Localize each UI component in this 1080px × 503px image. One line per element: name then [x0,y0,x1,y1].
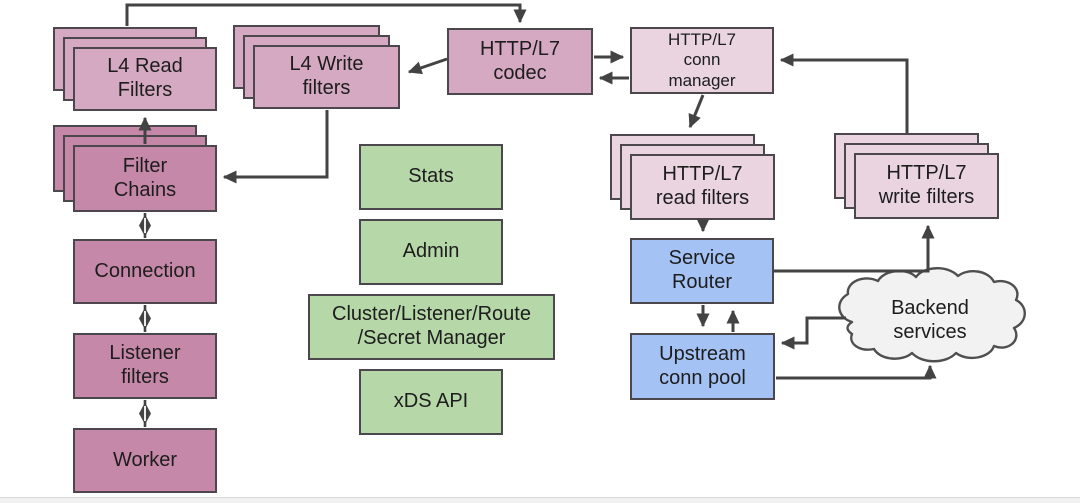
edge-backend-to-upstream [780,316,846,350]
node-cluster-manager: Cluster/Listener/Route /Secret Manager [308,294,555,360]
node-label-filter-chains: Filter Chains [73,145,217,212]
node-admin: Admin [359,219,503,285]
node-label-backend-services: Backend services [891,297,969,343]
edge-codec-to-l4write [407,57,448,75]
edge-writefilters-to-connmanager [779,53,909,133]
node-label-l4-write-filters: L4 Write filters [253,45,400,109]
node-label-http-l7-read-filters: HTTP/L7 read filters [630,154,775,220]
edge-l4write-to-filterchains [222,110,329,184]
node-label-http-l7-write-filters: HTTP/L7 write filters [854,153,999,219]
link-connection-listener [139,305,151,332]
node-worker: Worker [73,428,217,493]
node-xds-api: xDS API [359,369,503,435]
node-listener-filters: Listener filters [73,333,217,399]
node-http-l7-conn-manager: HTTP/L7 conn manager [630,27,774,94]
link-listener-worker [139,400,151,427]
edge-connmanager-to-readfilters [688,94,705,129]
node-http-l7-read-filters: HTTP/L7 read filters [610,134,776,221]
link-filterchains-connection [139,213,151,238]
node-stats: Stats [359,144,503,210]
edge-l4read-to-codec [125,3,527,26]
window-bottom-strip [0,497,1080,503]
edge-upstream-to-backend [776,364,937,380]
node-http-l7-codec: HTTP/L7 codec [447,28,593,95]
node-service-router: Service Router [630,238,774,304]
node-http-l7-write-filters: HTTP/L7 write filters [834,133,1000,220]
edge-router-to-writefilters [774,224,935,273]
node-upstream-conn-pool: Upstream conn pool [630,333,775,400]
node-connection: Connection [73,239,217,304]
node-label-l4-read-filters: L4 Read Filters [73,47,217,111]
node-filter-chains: Filter Chains [53,125,219,214]
node-l4-read-filters: L4 Read Filters [53,27,219,113]
node-l4-write-filters: L4 Write filters [233,25,402,111]
